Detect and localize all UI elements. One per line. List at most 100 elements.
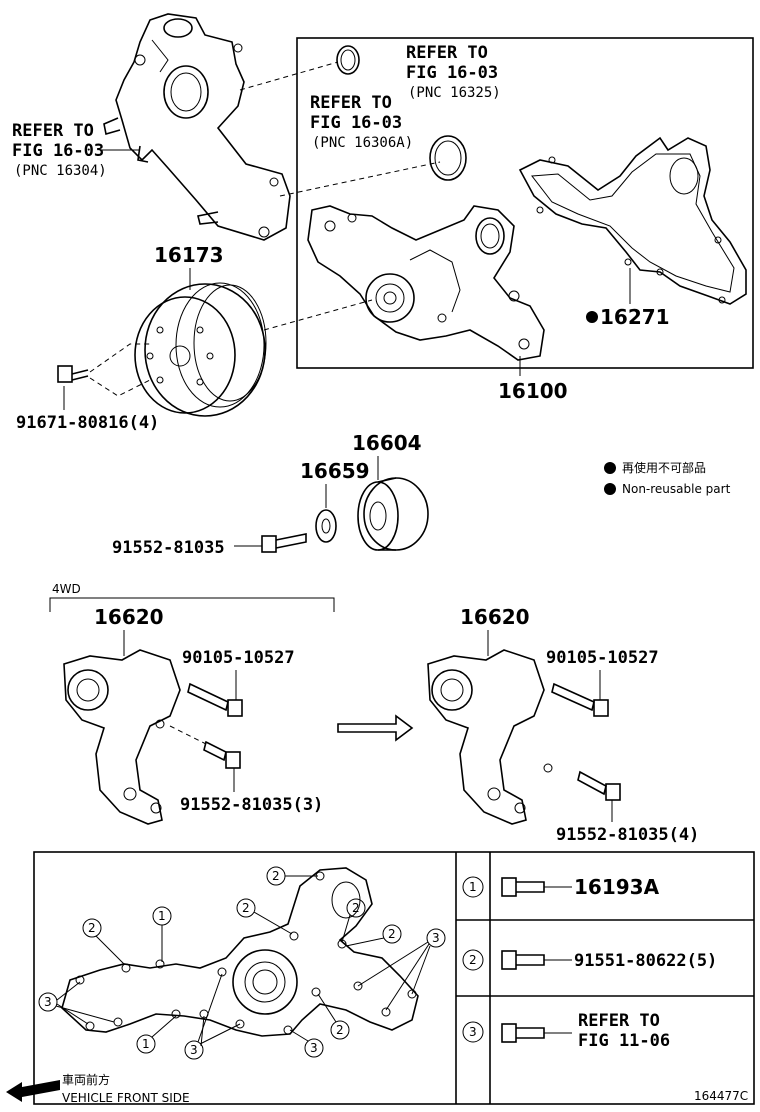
callout-2-e: 2	[352, 901, 360, 915]
table-num-3: 3	[469, 1025, 477, 1039]
label-16100: 16100	[498, 379, 568, 403]
label-90105-a: 90105-10527	[182, 648, 295, 668]
tensioner-left-bolt-upper	[187, 682, 243, 717]
legend: 再使用不可部品 Non-reusable part	[604, 460, 731, 496]
refer-mid-line2: FIG 16-03	[310, 113, 402, 133]
idler-pulley	[357, 477, 429, 551]
table-part-1: 16193A	[574, 875, 660, 899]
label-16620-b: 16620	[460, 605, 530, 629]
table-row-2: 2 91551-80622(5)	[462, 949, 717, 971]
legend-dot-en	[604, 483, 616, 495]
refer-mid-note: REFER TO FIG 16-03 (PNC 16306A)	[310, 93, 413, 151]
callout-3-d: 3	[432, 931, 440, 945]
svg-text:(PNC 16325): (PNC 16325)	[408, 85, 501, 101]
o-ring-large	[429, 135, 467, 181]
svg-text:(PNC 16304): (PNC 16304)	[14, 163, 107, 179]
tensioner-right-bolt-lower	[577, 770, 621, 801]
change-arrow	[337, 714, 414, 742]
front-arrow-icon	[6, 1080, 60, 1102]
svg-text:3: 3	[44, 995, 52, 1009]
svg-text:3: 3	[469, 1025, 477, 1039]
legend-jp: 再使用不可部品	[622, 460, 706, 475]
pump-assembly-box	[296, 37, 754, 369]
svg-text:1: 1	[469, 880, 477, 894]
svg-text:1: 1	[158, 909, 166, 923]
callout-1-a: 1	[158, 909, 166, 923]
direction-jp: 車両前方	[62, 1072, 110, 1087]
tensioner-left-bolt-lower	[203, 740, 241, 769]
svg-text:16271: 16271	[600, 305, 670, 329]
svg-text:91552-81035: 91552-81035	[112, 538, 225, 558]
label-16620-a: 16620	[94, 605, 164, 629]
svg-text:REFER TO: REFER TO	[578, 1011, 660, 1031]
svg-text:FIG 16-03: FIG 16-03	[310, 113, 402, 133]
svg-text:REFER TO: REFER TO	[406, 43, 488, 63]
svg-text:2: 2	[88, 921, 96, 935]
svg-text:REFER TO: REFER TO	[12, 121, 94, 141]
callout-3-c: 3	[310, 1041, 318, 1055]
refer-mid-line1: REFER TO	[310, 93, 392, 113]
svg-text:2: 2	[242, 901, 250, 915]
svg-text:Non-reusable part: Non-reusable part	[622, 482, 731, 496]
legend-en: Non-reusable part	[622, 482, 731, 496]
o-ring-small	[336, 45, 360, 75]
pulley	[134, 282, 267, 417]
svg-text:2: 2	[272, 869, 280, 883]
svg-text:再使用不可部品: 再使用不可部品	[622, 460, 706, 475]
label-16173: 16173	[154, 243, 224, 267]
legend-dot-jp	[604, 462, 616, 474]
refer-left-line1: REFER TO	[12, 121, 94, 141]
svg-text:車両前方: 車両前方	[62, 1072, 110, 1087]
callout-3-b: 3	[190, 1043, 198, 1057]
refer-top-line2: FIG 16-03	[406, 63, 498, 83]
table-row-3: 3 REFER TO FIG 11-06	[462, 1011, 670, 1051]
bolt-table-box	[33, 851, 755, 1105]
label-16659: 16659	[300, 459, 370, 483]
table-part-2: 91551-80622(5)	[574, 951, 717, 971]
svg-text:16620: 16620	[460, 605, 530, 629]
refer-left-line2: FIG 16-03	[12, 141, 104, 161]
svg-text:16659: 16659	[300, 459, 370, 483]
diagram-id: 164477C	[694, 1089, 748, 1103]
svg-text:91552-81035(4): 91552-81035(4)	[556, 825, 699, 845]
label-16604: 16604	[352, 431, 422, 455]
idler-washer	[315, 509, 337, 543]
table-num-2: 2	[469, 953, 477, 967]
label-4wd: 4WD	[52, 582, 81, 596]
direction-en: VEHICLE FRONT SIDE	[62, 1091, 190, 1105]
svg-text:164477C: 164477C	[694, 1089, 748, 1103]
svg-text:VEHICLE FRONT SIDE: VEHICLE FRONT SIDE	[62, 1091, 190, 1105]
callouts: 2 2 1 2 3 1 3 3 2 2 2 3	[38, 866, 446, 1060]
refer-top-line3: (PNC 16325)	[408, 85, 501, 101]
refer-left-line3: (PNC 16304)	[14, 163, 107, 179]
svg-text:90105-10527: 90105-10527	[546, 648, 659, 668]
svg-text:91552-81035(3): 91552-81035(3)	[180, 795, 323, 815]
tensioner-right-bolt-upper	[551, 682, 609, 717]
label-90105-b: 90105-10527	[546, 648, 659, 668]
tensioner-left	[63, 649, 181, 825]
4wd-bracket	[49, 597, 335, 612]
table-part-3-line1: REFER TO	[578, 1011, 660, 1031]
svg-text:16100: 16100	[498, 379, 568, 403]
svg-text:16620: 16620	[94, 605, 164, 629]
svg-text:4WD: 4WD	[52, 582, 81, 596]
label-16271: 16271	[600, 305, 670, 329]
refer-left-note: REFER TO FIG 16-03 (PNC 16304)	[12, 121, 140, 179]
idler-bolt	[261, 533, 307, 553]
label-91671: 91671-80816(4)	[16, 413, 159, 433]
callout-3-a: 3	[44, 995, 52, 1009]
svg-text:2: 2	[352, 901, 360, 915]
refer-top-line1: REFER TO	[406, 43, 488, 63]
callout-2-f: 2	[388, 927, 396, 941]
callout-2-c: 2	[88, 921, 96, 935]
svg-text:90105-10527: 90105-10527	[182, 648, 295, 668]
refer-top-note: REFER TO FIG 16-03 (PNC 16325)	[406, 43, 501, 101]
label-91552-b: 91552-81035(3)	[180, 795, 323, 815]
svg-text:91551-80622(5): 91551-80622(5)	[574, 951, 717, 971]
callout-2-a: 2	[272, 869, 280, 883]
svg-text:(PNC 16306A): (PNC 16306A)	[312, 135, 413, 151]
svg-text:FIG 16-03: FIG 16-03	[12, 141, 104, 161]
pump-gasket	[518, 136, 747, 305]
svg-text:16604: 16604	[352, 431, 422, 455]
